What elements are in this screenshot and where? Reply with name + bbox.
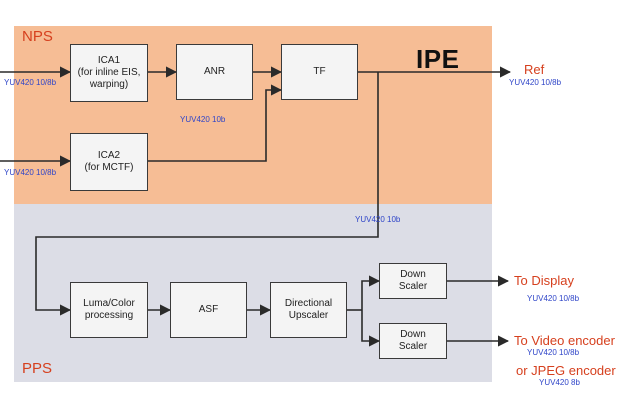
ref-output-label: Ref <box>524 62 545 77</box>
tf-output-format: YUV420 10b <box>355 215 401 224</box>
nps-label: NPS <box>22 28 53 45</box>
connectors <box>0 66 512 347</box>
pps-label: PPS <box>22 360 53 377</box>
ica2-block: ICA2 (for MCTF) <box>70 133 148 191</box>
down-scaler-1-block: Down Scaler <box>379 263 447 299</box>
to-down1-arrow <box>361 275 381 310</box>
jpeg-output-label: or JPEG encoder <box>516 363 616 378</box>
down-scaler-2-block: Down Scaler <box>379 323 447 359</box>
ica2-to-tf-arrow <box>148 84 283 162</box>
jpeg-format: YUV420 8b <box>539 378 580 387</box>
ref-format: YUV420 10/8b <box>509 78 562 87</box>
module-title: IPE <box>416 44 460 74</box>
tf-to-pps-path <box>35 72 379 316</box>
luma-color-block: Luma/Color processing <box>70 282 148 338</box>
input2-format: YUV420 10/8b <box>4 168 57 177</box>
to-down2-arrow <box>361 310 381 347</box>
anr-block: ANR <box>176 44 253 100</box>
video-output-label: To Video encoder <box>514 333 615 348</box>
video-format: YUV420 10/8b <box>527 348 580 357</box>
asf-block: ASF <box>170 282 247 338</box>
display-format: YUV420 10/8b <box>527 294 580 303</box>
ica1-block: ICA1 (for inline EIS, warping) <box>70 44 148 102</box>
directional-upscaler-block: Directional Upscaler <box>270 282 347 338</box>
anr-output-format: YUV420 10b <box>180 115 226 124</box>
display-output-label: To Display <box>514 273 574 288</box>
input1-format: YUV420 10/8b <box>4 78 57 87</box>
tf-block: TF <box>281 44 358 100</box>
